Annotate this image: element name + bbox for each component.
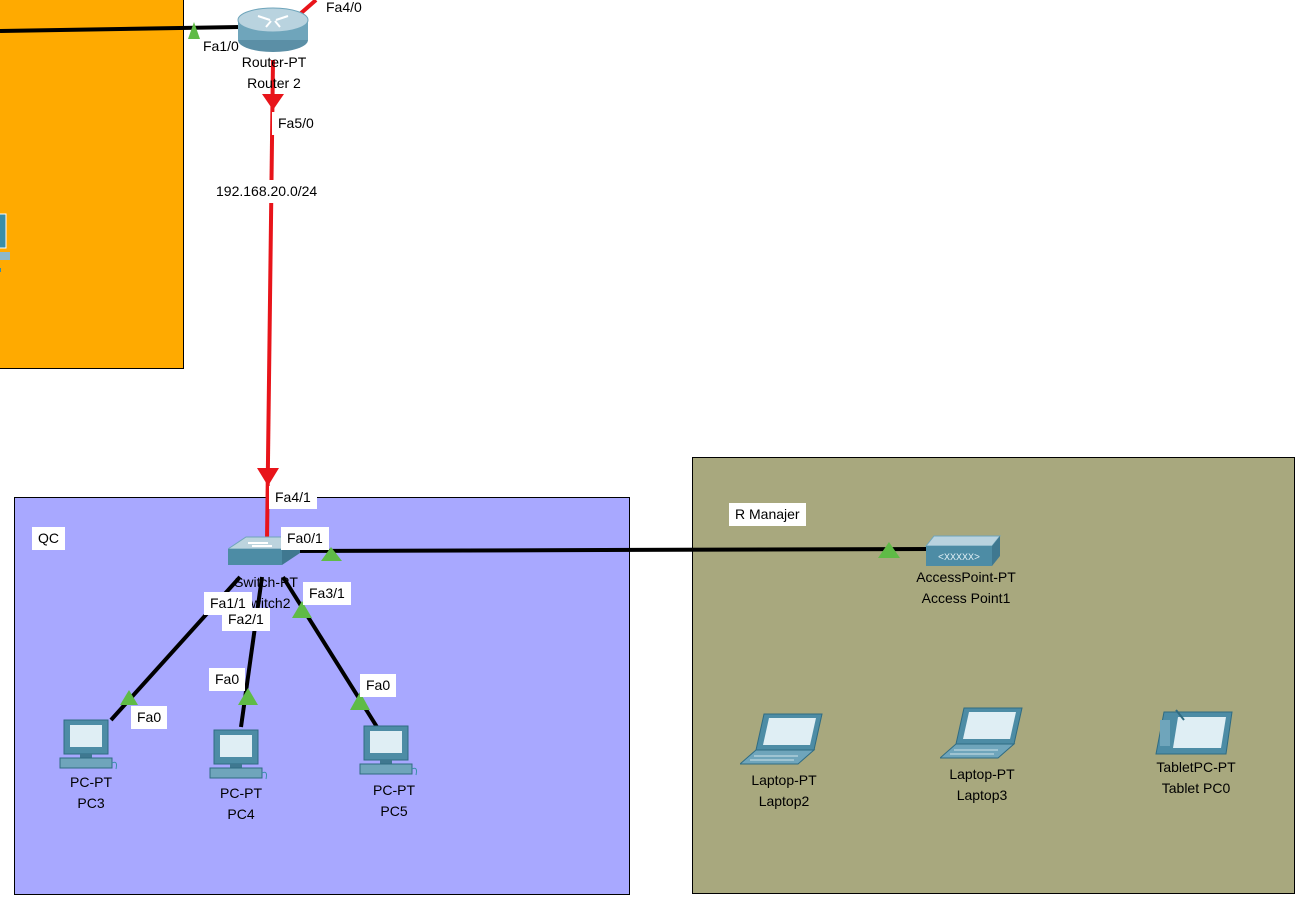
- pc-icon[interactable]: [58, 718, 122, 772]
- laptop3-model: Laptop-PT: [949, 766, 1015, 782]
- pc3-model: PC-PT: [70, 774, 112, 790]
- port-label-router-fa4-0: Fa4/0: [326, 0, 362, 15]
- pc-icon[interactable]: [358, 724, 422, 778]
- port-label-switch-fa2-1: Fa2/1: [222, 608, 270, 631]
- ap1-label: AccessPoint-PT Access Point1: [896, 567, 1036, 609]
- link-router-fa4-0[interactable]: [298, 0, 318, 16]
- laptop3-label: Laptop-PT Laptop3: [932, 764, 1032, 806]
- orange-cluster-area: [0, 0, 184, 369]
- port-up-icon: [120, 690, 138, 705]
- pc5-model: PC-PT: [373, 782, 415, 798]
- port-up-icon: [238, 688, 258, 705]
- pc-icon[interactable]: [208, 728, 272, 782]
- cluster-label-qc: QC: [32, 527, 65, 550]
- laptop2-label: Laptop-PT Laptop2: [734, 770, 834, 812]
- port-up-icon: [878, 542, 900, 558]
- port-label-router-fa1-0: Fa1/0: [203, 38, 239, 54]
- port-up-icon: [292, 601, 312, 618]
- ap1-model: AccessPoint-PT: [916, 569, 1016, 585]
- cluster-label-r-manajer: R Manajer: [729, 503, 806, 526]
- arrow-fa4-1-icon: [257, 468, 279, 486]
- port-up-icon: [350, 692, 370, 710]
- pc4-label: PC-PT PC4: [196, 783, 286, 825]
- router2-name: Router 2: [247, 75, 301, 91]
- port-label-switch-fa0-1: Fa0/1: [281, 527, 329, 550]
- switch2-model: Switch-PT: [234, 574, 298, 590]
- router2-model: Router-PT: [241, 54, 307, 70]
- tablet-icon[interactable]: [1154, 708, 1236, 758]
- port-label-router-fa5-0: Fa5/0: [272, 112, 320, 135]
- port-label-switch-fa3-1: Fa3/1: [303, 582, 351, 605]
- pc3-label: PC-PT PC3: [46, 772, 136, 814]
- laptop-icon[interactable]: [940, 706, 1026, 762]
- port-label-pc4-fa0: Fa0: [209, 668, 246, 691]
- tablet0-model: TabletPC-PT: [1156, 759, 1236, 775]
- router2-label: Router-PT Router 2: [229, 52, 319, 94]
- access-point-icon[interactable]: <XXXXX>: [924, 534, 1004, 570]
- link-router-fa1-0[interactable]: [0, 25, 241, 33]
- arrow-fa5-0-icon: [262, 94, 284, 110]
- laptop2-model: Laptop-PT: [751, 772, 817, 788]
- pc5-label: PC-PT PC5: [349, 780, 439, 822]
- router-icon[interactable]: [236, 0, 316, 56]
- partial-laptop-icon[interactable]: [0, 212, 16, 272]
- port-up-icon: [321, 547, 342, 561]
- switch2-label: Switch-PT Switch2: [216, 572, 316, 614]
- pc4-model: PC-PT: [220, 785, 262, 801]
- network-label: 192.168.20.0/24: [210, 180, 324, 203]
- pc3-name: PC3: [77, 795, 105, 811]
- link-switch-ap[interactable]: [289, 547, 931, 553]
- port-up-icon: [188, 22, 200, 39]
- laptop3-name: Laptop3: [956, 787, 1008, 803]
- port-label-pc5-fa0: Fa0: [360, 674, 397, 697]
- link-router-switch[interactable]: [265, 59, 275, 541]
- tablet0-label: TabletPC-PT Tablet PC0: [1136, 757, 1256, 799]
- r-manajer-cluster-area: [692, 457, 1295, 894]
- port-label-pc3-fa0: Fa0: [131, 706, 168, 729]
- switch2-name: Switch2: [241, 595, 291, 611]
- pc5-name: PC5: [380, 803, 408, 819]
- laptop2-name: Laptop2: [758, 793, 810, 809]
- tablet0-name: Tablet PC0: [1161, 780, 1231, 796]
- port-label-switch-fa4-1: Fa4/1: [269, 486, 317, 509]
- laptop-icon[interactable]: [740, 712, 826, 768]
- pc4-name: PC4: [227, 806, 255, 822]
- ap1-name: Access Point1: [921, 590, 1011, 606]
- qc-cluster-area: [14, 497, 630, 895]
- svg-text:<XXXXX>: <XXXXX>: [938, 553, 980, 564]
